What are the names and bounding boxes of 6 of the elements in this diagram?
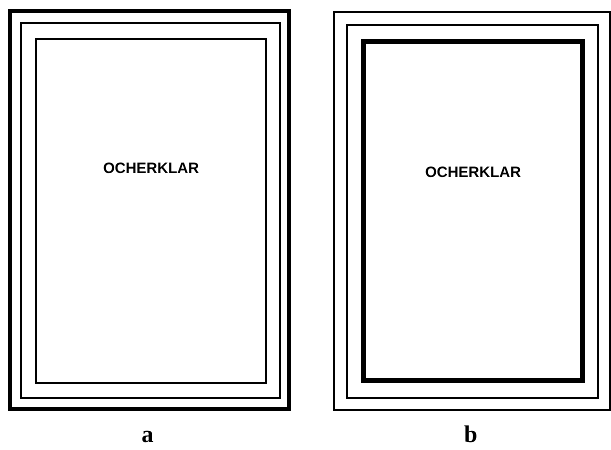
frame-title: OCHERKLAR: [102, 159, 200, 179]
frame-box: [361, 39, 585, 383]
panel-letter: a: [142, 423, 154, 447]
frame-box: [35, 38, 267, 384]
frame-title: OCHERKLAR: [424, 163, 522, 183]
panel-letter: b: [464, 423, 478, 447]
